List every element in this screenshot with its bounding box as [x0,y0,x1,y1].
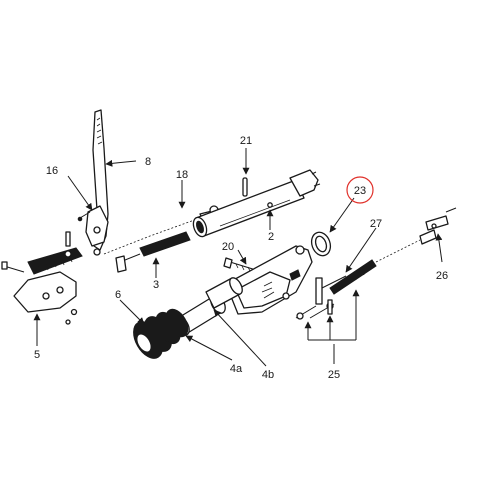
callout-20: 20 [222,241,234,253]
callout-4a: 4a [230,363,243,375]
part-hand-lever [77,109,109,256]
callout-8: 8 [145,156,151,168]
part-clip [425,207,457,231]
part-fastener-set [295,277,335,320]
callout-16: 16 [46,165,58,177]
callout-5: 5 [34,349,40,361]
callout-23: 23 [354,185,366,197]
callout-21: 21 [240,135,252,147]
part-spring-cable [317,229,437,295]
callout-labels: 8 16 18 21 2 3 20 23 27 26 6 5 4a 4b 25 [34,135,448,381]
part-pull-rod [115,231,191,273]
callout-26: 26 [436,270,448,282]
part-ring [310,231,332,257]
callout-25: 25 [328,369,340,381]
leader-lines [33,148,443,367]
callout-18: 18 [176,169,188,181]
part-coupling-head [1,231,83,325]
callout-4b: 4b [262,369,274,381]
part-tow-tube [192,169,321,238]
callout-2: 2 [268,231,274,243]
part-bush [205,277,243,309]
part-pin [242,177,248,197]
part-housing [225,245,313,315]
highlight-circle-23 [346,176,374,204]
callout-3: 3 [153,279,159,291]
callout-6: 6 [115,289,121,301]
callout-27: 27 [370,218,382,230]
part-bellows [133,308,189,359]
